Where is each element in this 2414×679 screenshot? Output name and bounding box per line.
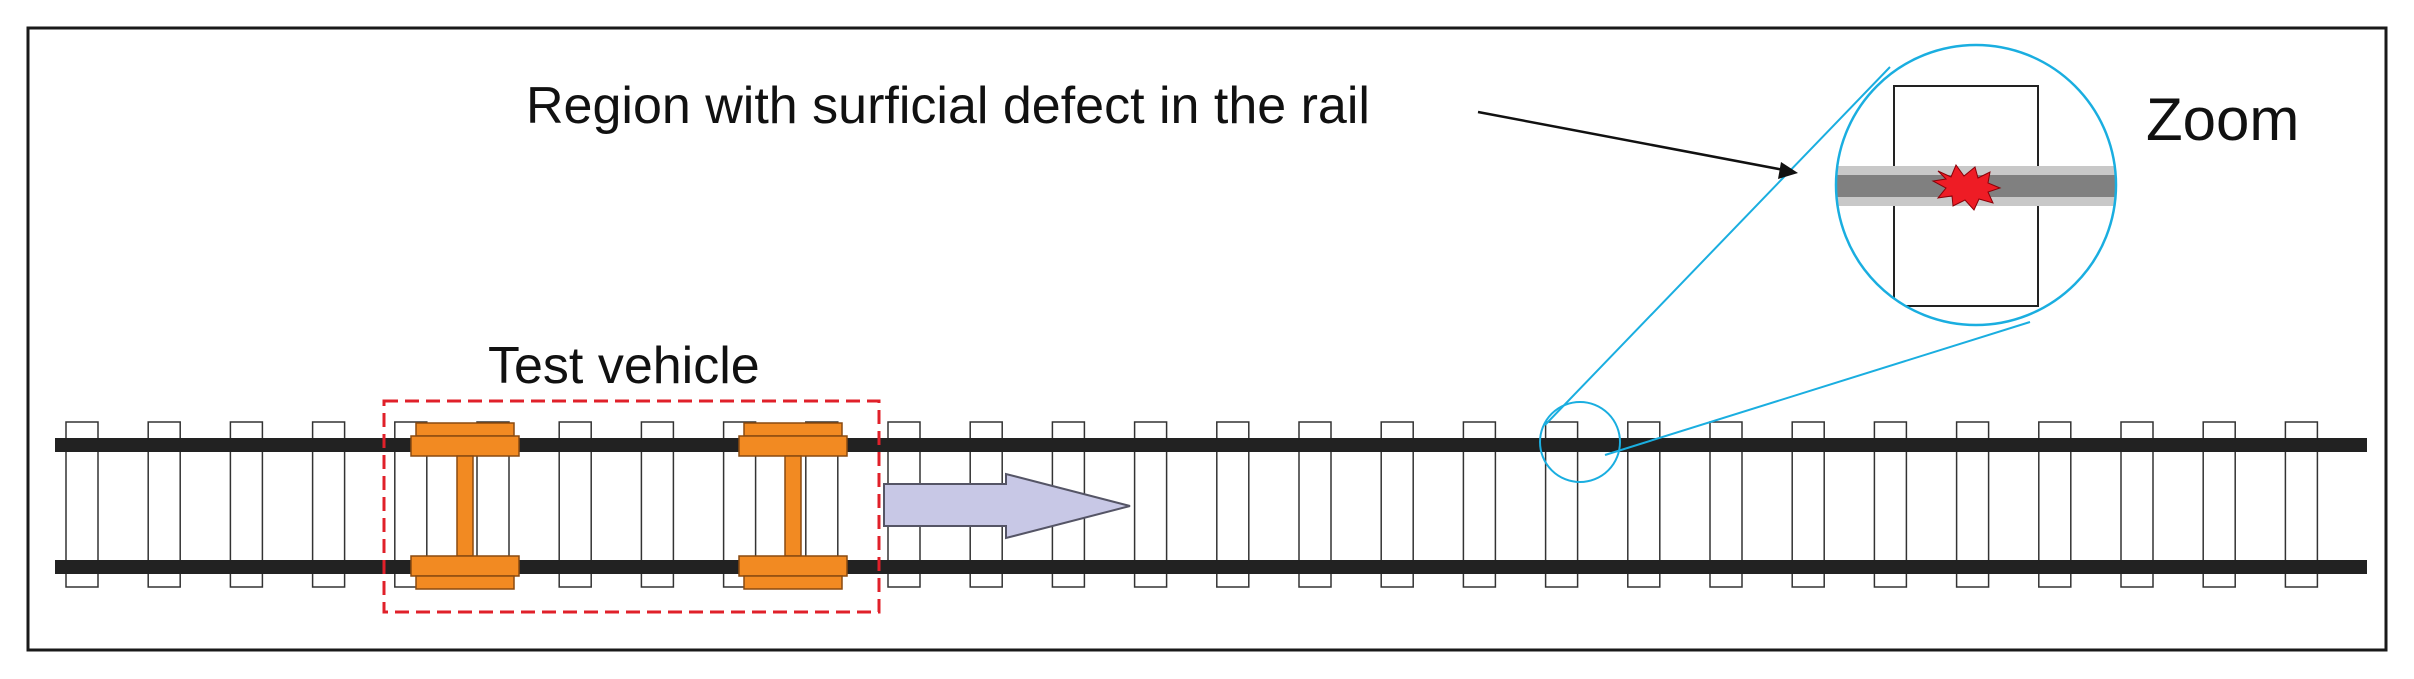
rail-bottom xyxy=(55,560,2367,574)
zoom-circle xyxy=(1834,43,2118,327)
direction-arrow xyxy=(883,472,1131,540)
zoom-connector-lower xyxy=(1604,321,2031,456)
defect-starburst-icon xyxy=(1931,163,2002,211)
wheelset-rear xyxy=(738,422,848,590)
defect-pointer-arrowhead xyxy=(1778,162,1798,179)
test-vehicle-box xyxy=(382,399,881,614)
defect-region-label: Region with surficial defect in the rail xyxy=(526,77,1370,135)
zoom-label: Zoom xyxy=(2146,86,2299,153)
zoom-connector-upper xyxy=(1544,66,1891,426)
wheelset-front xyxy=(410,422,520,590)
defect-region-circle xyxy=(1539,401,1621,483)
defect-pointer-line xyxy=(1477,110,1785,172)
rail-top xyxy=(55,438,2367,452)
test-vehicle-label: Test vehicle xyxy=(488,337,760,395)
zoom-magnified-view xyxy=(1836,45,2116,325)
